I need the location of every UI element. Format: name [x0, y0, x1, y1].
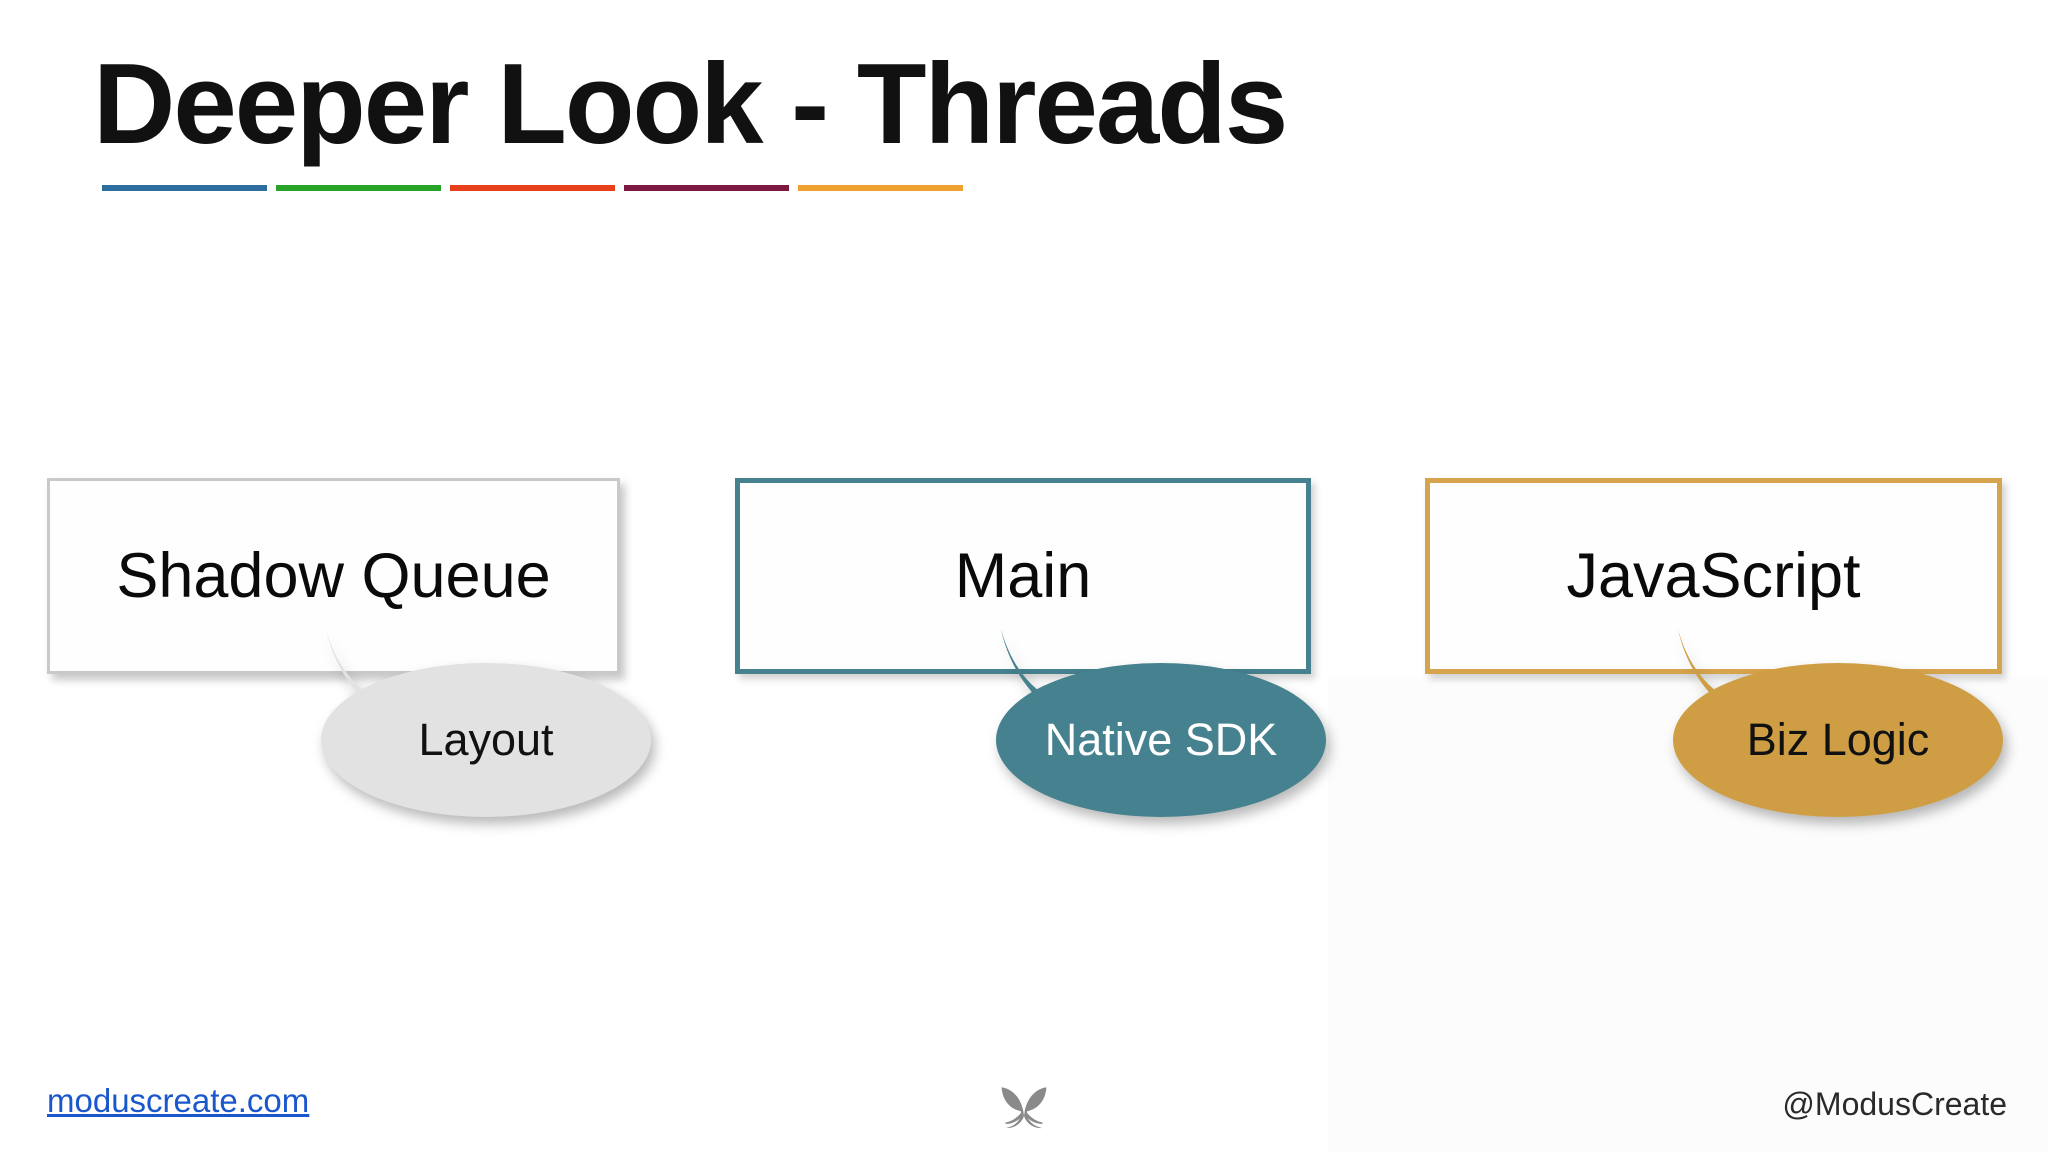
underline-dash-green	[276, 185, 441, 191]
speech-bubble-shape	[1673, 629, 2003, 817]
native-sdk-bubble-label: Native SDK	[1044, 714, 1278, 765]
slide-title: Deeper Look - Threads	[93, 41, 1288, 168]
biz-logic-speech-bubble: Biz Logic	[1623, 605, 2023, 825]
underline-dash-blue	[102, 185, 267, 191]
moduscreate-link[interactable]: moduscreate.com	[47, 1082, 310, 1119]
layout-speech-bubble: Layout	[271, 605, 671, 825]
underline-dash-red	[450, 185, 615, 191]
speech-bubble-shape	[321, 629, 651, 817]
underline-dash-maroon	[624, 185, 789, 191]
main-box: Main	[735, 478, 1311, 674]
title-underline	[102, 185, 963, 191]
underline-dash-orange	[798, 185, 963, 191]
shadow-queue-box: Shadow Queue	[47, 478, 620, 674]
main-box-label: Main	[954, 541, 1092, 611]
biz-logic-bubble-label: Biz Logic	[1746, 714, 1930, 765]
modus-butterfly-logo-icon	[1001, 1087, 1047, 1129]
layout-bubble-label: Layout	[418, 714, 554, 765]
speech-bubble-shape	[996, 629, 1326, 817]
native-sdk-speech-bubble: Native SDK	[946, 605, 1346, 825]
shadow-queue-box-label: Shadow Queue	[116, 541, 551, 611]
javascript-box-label: JavaScript	[1566, 541, 1861, 611]
twitter-handle: @ModusCreate	[1782, 1086, 2007, 1122]
javascript-box: JavaScript	[1425, 478, 2002, 674]
